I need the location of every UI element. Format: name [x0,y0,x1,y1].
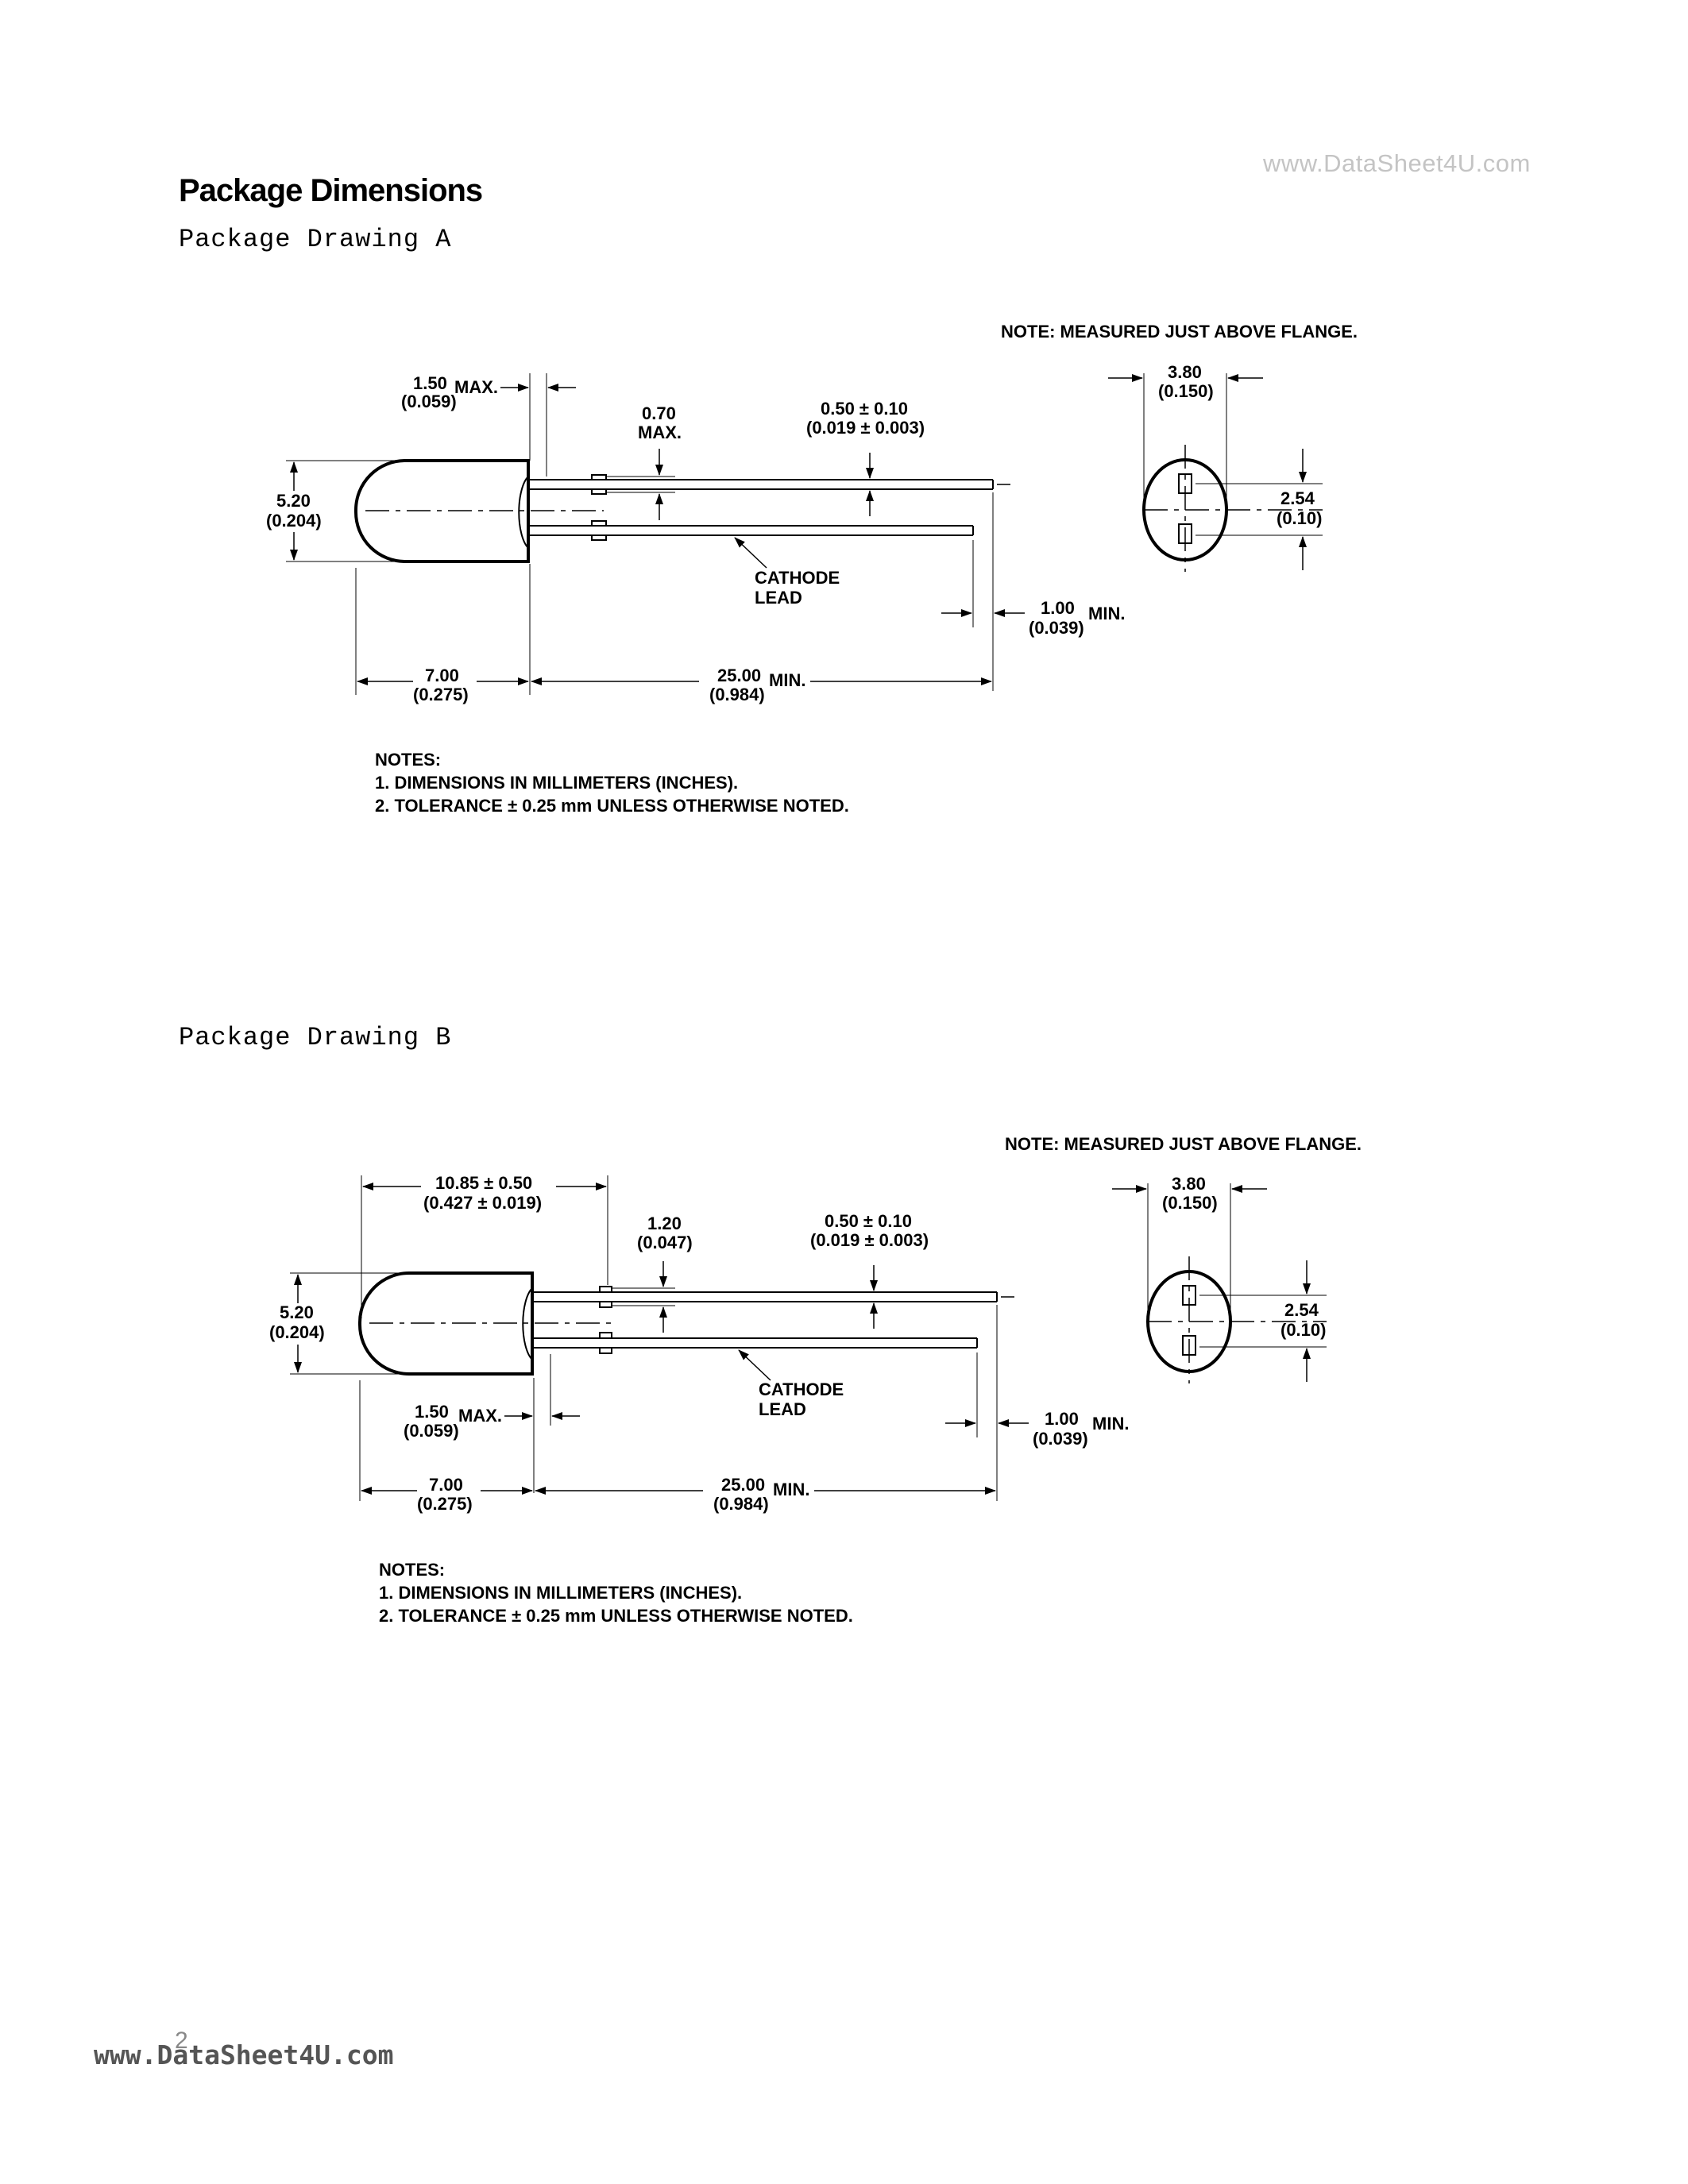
dim-dia-mm: 5.20 [280,1302,314,1322]
dim-leaddiff-suffix: MIN. [1092,1414,1129,1433]
dim-total-in: (0.427 ± 0.019) [423,1193,542,1213]
dim-standoff-mm: 1.20 [647,1214,682,1233]
note-flange-a: NOTE: MEASURED JUST ABOVE FLANGE. [1001,322,1358,341]
dim-leaddiff-mm: 1.00 [1045,1409,1079,1429]
dim-leaddiff-mm: 1.00 [1041,598,1075,618]
dim-leadlen-in: (0.984) [713,1494,769,1514]
dim-flange-in: (0.059) [404,1421,459,1441]
dim-standoff-in: (0.047) [637,1233,693,1252]
package-drawing-b: NOTE: MEASURED JUST ABOVE FLANGE. 10.85 … [269,1134,1362,1626]
note-2: 2. TOLERANCE ± 0.25 mm UNLESS OTHERWISE … [379,1606,853,1626]
page-title: Package Dimensions [179,173,483,208]
notes-heading: NOTES: [379,1560,445,1580]
dim-total-mm: 10.85 ± 0.50 [435,1173,532,1193]
dim-standoff-mm: 0.70 [642,403,676,423]
led-body-outline [354,459,530,563]
dim-leadlen-suffix: MIN. [769,670,805,690]
drawing-b-heading: Package Drawing B [179,1023,452,1052]
dim-lead-mm: 0.50 ± 0.10 [825,1211,912,1231]
dim-body-mm: 7.00 [429,1475,463,1495]
dim-body-mm: 7.00 [425,666,459,685]
drawing-a-heading: Package Drawing A [179,225,452,254]
watermark-bottom: www.DataSheet4U.com [94,2039,394,2070]
dim-width-mm: 3.80 [1168,362,1202,382]
dim-body-in: (0.275) [417,1494,473,1514]
dim-dia-mm: 5.20 [276,491,311,511]
dim-leaddiff-in: (0.039) [1029,618,1084,638]
dim-flange-suffix: MAX. [458,1406,502,1426]
dim-width-in: (0.150) [1162,1193,1218,1213]
dim-lead-mm: 0.50 ± 0.10 [821,399,908,419]
dim-leaddiff-in: (0.039) [1033,1429,1088,1449]
dim-flange-mm: 1.50 [415,1402,449,1422]
dim-leaddiff-suffix: MIN. [1088,604,1125,623]
dim-leadlen-mm: 25.00 [717,666,761,685]
dim-pitch-mm: 2.54 [1280,488,1315,508]
dim-dia-in: (0.204) [266,511,322,531]
dim-pitch-in: (0.10) [1280,1320,1326,1340]
dim-pitch-mm: 2.54 [1284,1300,1319,1320]
package-drawing-a: NOTE: MEASURED JUST ABOVE FLANGE. 1.50 M… [266,322,1358,816]
notes-heading: NOTES: [375,750,441,770]
dim-flange-in: (0.059) [401,392,457,411]
dim-body-in: (0.275) [413,685,469,704]
cathode-label-1: CATHODE [755,568,840,588]
cathode-label-2: LEAD [759,1399,806,1419]
note-1: 1. DIMENSIONS IN MILLIMETERS (INCHES). [379,1583,742,1603]
led-body-outline [358,1271,534,1376]
note-2: 2. TOLERANCE ± 0.25 mm UNLESS OTHERWISE … [375,796,849,816]
dim-leadlen-mm: 25.00 [721,1475,765,1495]
dim-pitch-in: (0.10) [1277,508,1322,528]
dim-leadlen-in: (0.984) [709,685,765,704]
dim-lead-in: (0.019 ± 0.003) [810,1230,929,1250]
cathode-label-1: CATHODE [759,1379,844,1399]
dim-width-mm: 3.80 [1172,1174,1206,1194]
dim-standoff-suffix: MAX. [638,423,682,442]
dim-dia-in: (0.204) [269,1322,325,1342]
dim-width-in: (0.150) [1158,381,1214,401]
page-number: 2 [175,2028,188,2054]
cathode-label-2: LEAD [755,588,802,608]
dim-flange-mm: 1.50 [413,373,447,393]
lead-top [530,474,994,495]
watermark-top: www.DataSheet4U.com [1263,149,1531,177]
dim-lead-in: (0.019 ± 0.003) [806,418,925,438]
note-flange-b: NOTE: MEASURED JUST ABOVE FLANGE. [1005,1134,1362,1154]
note-1: 1. DIMENSIONS IN MILLIMETERS (INCHES). [375,773,738,793]
lead-bottom [534,1332,978,1354]
dim-leadlen-suffix: MIN. [773,1480,809,1499]
dim-flange-suffix: MAX. [454,377,498,397]
lead-bottom [530,520,974,541]
lead-top [534,1286,998,1308]
